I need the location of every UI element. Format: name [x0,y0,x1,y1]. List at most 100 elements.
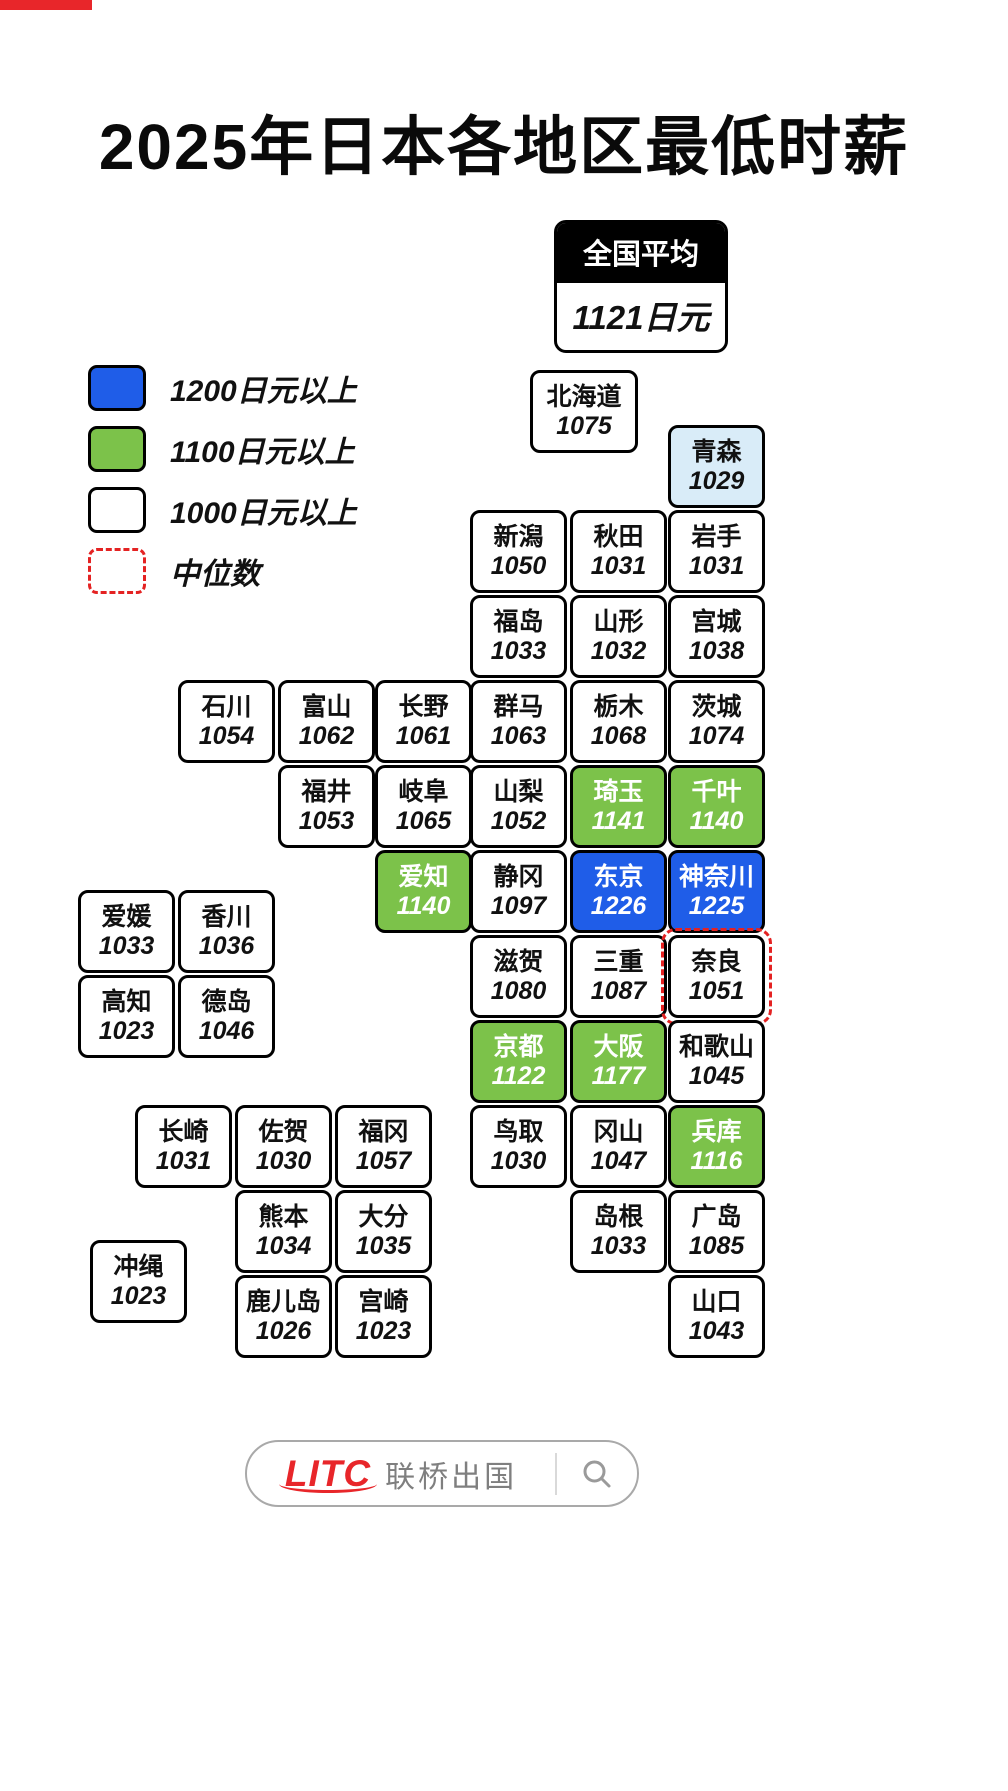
prefecture-name: 千叶 [691,778,742,806]
prefecture-name: 神奈川 [678,863,754,891]
prefecture-name: 大分 [358,1203,409,1231]
prefecture-name: 东京 [593,863,644,891]
litc-logo: LITC [278,1452,378,1494]
prefecture-cell: 岛根 1033 [570,1190,667,1273]
prefecture-value: 1023 [98,1017,155,1045]
prefecture-name: 山形 [593,608,644,636]
prefecture-value: 1031 [590,552,647,580]
prefecture-cell: 德岛 1046 [178,975,275,1058]
prefecture-value: 1054 [198,722,255,750]
prefecture-value: 1141 [591,807,646,835]
prefecture-cell: 千叶 1140 [668,765,765,848]
prefecture-name: 冈山 [593,1118,644,1146]
prefecture-name: 奈良 [691,948,742,976]
prefecture-name: 冲绳 [113,1253,164,1281]
prefecture-value: 1122 [491,1062,546,1090]
prefecture-value: 1047 [590,1147,647,1175]
prefecture-name: 宫崎 [358,1288,409,1316]
prefecture-cell: 群马 1063 [470,680,567,763]
prefecture-value: 1030 [255,1147,312,1175]
median-dashed-swatch-icon [88,548,146,594]
prefecture-name: 青森 [691,438,742,466]
prefecture-name: 北海道 [546,383,622,411]
prefecture-cell: 岐阜 1065 [375,765,472,848]
prefecture-cell: 鸟取 1030 [470,1105,567,1188]
prefecture-name: 山梨 [493,778,544,806]
top-red-strip [0,0,92,10]
prefecture-cell: 京都 1122 [470,1020,567,1103]
prefecture-name: 茨城 [691,693,742,721]
prefecture-cell: 北海道 1075 [530,370,638,453]
legend-label: 中位数 [170,558,260,591]
prefecture-name: 香川 [201,903,252,931]
prefecture-value: 1031 [155,1147,212,1175]
prefecture-value: 1097 [490,892,547,920]
prefecture-cell: 山形 1032 [570,595,667,678]
prefecture-name: 群马 [493,693,544,721]
prefecture-name: 鸟取 [493,1118,544,1146]
prefecture-cell: 冲绳 1023 [90,1240,187,1323]
prefecture-value: 1087 [590,977,647,1005]
prefecture-cell: 福井 1053 [278,765,375,848]
prefecture-cell: 山口 1043 [668,1275,765,1358]
brand-search-bar[interactable]: LITC 联桥出国 [245,1440,639,1507]
prefecture-cell: 鹿儿岛 1026 [235,1275,332,1358]
prefecture-cell: 广岛 1085 [668,1190,765,1273]
prefecture-cell: 长崎 1031 [135,1105,232,1188]
prefecture-value: 1075 [556,412,612,440]
prefecture-cell: 秋田 1031 [570,510,667,593]
prefecture-value: 1080 [490,977,547,1005]
prefecture-cell: 兵库 1116 [668,1105,765,1188]
prefecture-value: 1038 [688,637,745,665]
prefecture-name: 福冈 [358,1118,409,1146]
prefecture-value: 1033 [98,932,155,960]
prefecture-value: 1034 [255,1232,312,1260]
prefecture-cell: 石川 1054 [178,680,275,763]
search-icon [583,1460,611,1487]
prefecture-name: 岛根 [593,1203,644,1231]
prefecture-name: 长野 [398,693,449,721]
prefecture-value: 1052 [490,807,547,835]
prefecture-cell: 熊本 1034 [235,1190,332,1273]
prefecture-name: 岐阜 [398,778,449,806]
search-button[interactable] [557,1457,637,1491]
prefecture-name: 琦玉 [593,778,644,806]
prefecture-name: 福井 [301,778,352,806]
prefecture-cell: 福岛 1033 [470,595,567,678]
legend-label: 1200日元以上 [170,375,357,408]
prefecture-cell: 栃木 1068 [570,680,667,763]
prefecture-value: 1032 [590,637,647,665]
prefecture-name: 熊本 [258,1203,309,1231]
prefecture-value: 1068 [590,722,647,750]
prefecture-value: 1023 [110,1282,167,1310]
prefecture-value: 1031 [688,552,745,580]
prefecture-name: 石川 [201,693,252,721]
prefecture-name: 大阪 [593,1033,644,1061]
page-title: 2025年日本各地区最低时薪 [98,111,910,183]
prefecture-cell: 茨城 1074 [668,680,765,763]
prefecture-value: 1036 [198,932,255,960]
prefecture-name: 岩手 [691,523,742,551]
brand-logo: LITC 联桥出国 [247,1452,555,1496]
prefecture-name: 新潟 [493,523,544,551]
prefecture-value: 1026 [255,1317,312,1345]
prefecture-cell: 香川 1036 [178,890,275,973]
prefecture-value: 1140 [689,807,744,835]
prefecture-value: 1177 [591,1062,646,1090]
national-average-card: 全国平均 1121日元 [554,220,728,353]
national-average-value: 1121日元 [572,299,710,336]
prefecture-value: 1057 [355,1147,412,1175]
prefecture-cell: 和歌山 1045 [668,1020,765,1103]
prefecture-name: 栃木 [593,693,644,721]
prefecture-cell: 高知 1023 [78,975,175,1058]
prefecture-value: 1116 [690,1147,743,1175]
prefecture-name: 三重 [593,948,644,976]
prefecture-value: 1023 [355,1317,412,1345]
prefecture-cell: 福冈 1057 [335,1105,432,1188]
prefecture-value: 1050 [490,552,547,580]
prefecture-name: 滋贺 [493,948,544,976]
prefecture-cell: 奈良 1051 [661,928,772,1025]
prefecture-name: 佐贺 [258,1118,309,1146]
prefecture-name: 福岛 [493,608,544,636]
